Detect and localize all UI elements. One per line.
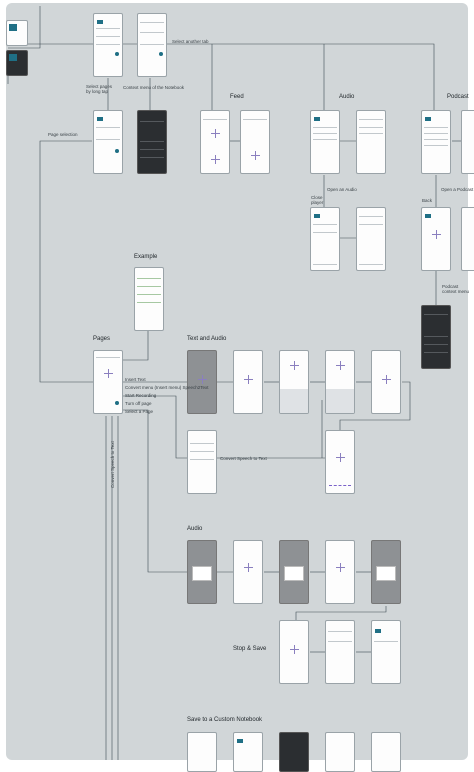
audio-list-screen-2 <box>356 110 386 174</box>
custom-notebook-screen-1 <box>187 732 217 772</box>
section-text-audio-title: Text and Audio <box>187 336 227 342</box>
insert-menu-screen <box>187 350 217 414</box>
convert-menu-screen <box>187 430 217 494</box>
custom-notebook-screen-3 <box>279 732 309 772</box>
keyboard-screen-2 <box>325 350 355 414</box>
record-save-dialog-screen <box>371 540 401 604</box>
section-podcast-title: Podcast <box>447 94 469 100</box>
annotation-back: Back <box>422 198 433 203</box>
feed-screen-1 <box>200 110 230 174</box>
section-audio-tab-title: Audio <box>339 94 355 100</box>
text-insert-screen <box>233 350 263 414</box>
podcast-list-screen-2 <box>461 110 474 174</box>
audio-player-screen-2 <box>356 207 386 271</box>
select-pages-screen <box>93 110 123 174</box>
annotation-select-page: Select a Page <box>125 409 154 414</box>
record-dialog-screen <box>279 540 309 604</box>
feed-screen-2 <box>240 110 270 174</box>
notebook-tab-screen <box>137 13 167 77</box>
annotation-open-podcast: Open a Podcast <box>441 187 474 192</box>
podcast-list-screen <box>421 110 451 174</box>
recording-screen <box>233 540 263 604</box>
partial-screen <box>6 20 28 46</box>
recording-screen-2 <box>325 540 355 604</box>
audio-list-screen <box>310 110 340 174</box>
annotation-convert-speech: Convert Speech to Text <box>220 456 267 461</box>
pages-screen <box>93 350 123 414</box>
annotation-context-menu: Context menu of the Notebook <box>123 85 185 90</box>
keyboard-screen <box>279 350 309 414</box>
stop-save-screen <box>279 620 309 684</box>
custom-notebook-screen-5 <box>371 732 401 772</box>
custom-notebook-screen-2 <box>233 732 263 772</box>
podcast-detail-screen-2 <box>461 207 474 271</box>
annotation-start-recording: Start Recording <box>125 393 157 398</box>
section-feed-title: Feed <box>230 94 244 100</box>
speech-to-text-screen <box>325 430 355 494</box>
partial-dark-screen <box>6 50 28 76</box>
annotation-select-another-tab: Select another tab <box>172 39 209 44</box>
annotation-page-selection: Page selection <box>48 132 78 137</box>
section-example-title: Example <box>134 254 158 260</box>
record-start-screen <box>187 540 217 604</box>
annotation-open-audio: Open an Audio <box>327 187 357 192</box>
save-list-screen <box>325 620 355 684</box>
section-custom-notebook-title: Save to a Custom Notebook <box>187 717 263 723</box>
annotation-convert-speech-vertical: Convert Speech to Text <box>110 441 115 488</box>
section-pages-title: Pages <box>93 336 111 342</box>
notebook-home-screen <box>93 13 123 77</box>
annotation-insert-text: Insert Text <box>125 377 146 382</box>
podcast-detail-screen <box>421 207 451 271</box>
annotation-podcast-menu: Podcast context menu <box>442 284 470 294</box>
section-audio-title: Audio <box>187 526 203 532</box>
text-result-screen <box>371 350 401 414</box>
section-stop-save-title: Stop & Save <box>233 646 267 652</box>
annotation-close-player: Close player <box>311 195 324 205</box>
annotation-convert-menu: Convert menu (Insert menu) Speech2Text <box>125 385 209 390</box>
annotation-select-pages: Select pages by long tap <box>86 84 113 94</box>
annotation-turn-off-page: Turn off page <box>125 401 152 406</box>
custom-notebook-screen-4 <box>325 732 355 772</box>
audio-player-screen <box>310 207 340 271</box>
podcast-context-menu-screen <box>421 305 451 369</box>
context-menu-screen <box>137 110 167 174</box>
example-screen <box>134 267 164 331</box>
saved-list-screen <box>371 620 401 684</box>
